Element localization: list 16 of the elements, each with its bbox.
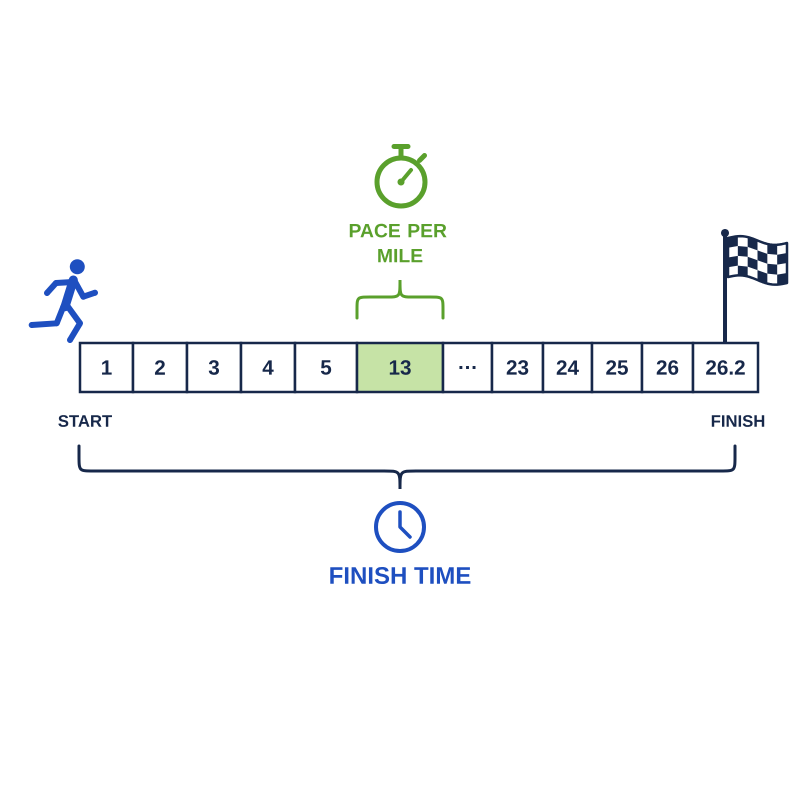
mile-cell: 13 [356,342,444,394]
mile-cell: 26 [640,342,694,394]
finish-label: FINISH [712,415,764,427]
mile-cell: 2 [132,342,188,394]
mile-cell: 23 [490,342,544,394]
finish-time-label: FINISH TIME [330,567,470,584]
mile-cell: … [442,342,494,394]
mile-cell: 5 [294,342,358,394]
mile-cell: 1 [78,342,134,394]
mile-cell: 24 [542,342,594,394]
mile-cell: 26.2 [692,342,760,394]
start-label: START [58,415,112,427]
pace-label: PACE PER MILE [350,224,447,262]
mile-cell: 4 [240,342,296,394]
mile-cell: 3 [186,342,242,394]
mile-cell: 25 [590,342,644,394]
